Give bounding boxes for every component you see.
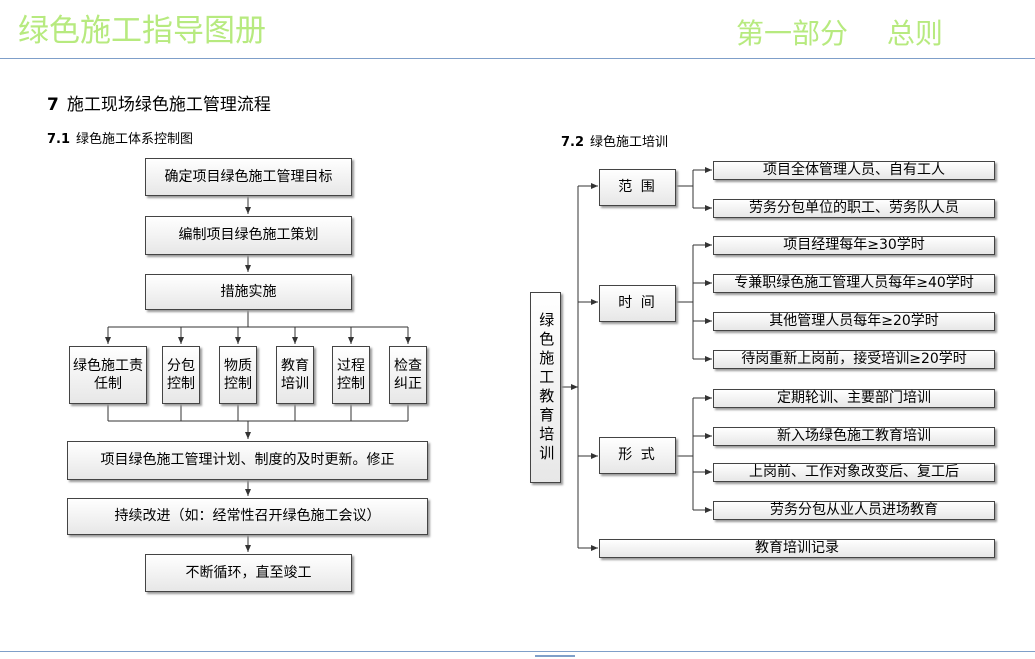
time-item: 待岗重新上岗前，接受培训≥20学时 [713,350,995,369]
step-set-target: 确定项目绿色施工管理目标 [145,158,352,196]
branch-process: 过程控制 [332,346,370,404]
branch-responsibility: 绿色施工责任制 [69,346,147,404]
group-time: 时 间 [599,285,676,322]
time-item: 专兼职绿色施工管理人员每年≥40学时 [713,274,995,293]
branch-training: 教育培训 [276,346,314,404]
training-heading: 7.2 绿色施工培训 [561,131,668,150]
scope-item: 项目全体管理人员、自有工人 [713,161,995,180]
control-number: 7.1 [47,132,71,147]
control-heading: 7.1 绿色施工体系控制图 [47,128,193,147]
group-form: 形 式 [599,437,676,474]
training-record: 教育培训记录 [599,539,995,558]
step-cycle: 不断循环，直至竣工 [145,554,352,592]
form-item: 上岗前、工作对象改变后、复工后 [713,463,995,482]
group-scope-label: 范 围 [618,179,657,196]
form-item: 劳务分包从业人员进场教育 [713,501,995,520]
training-number: 7.2 [561,135,585,150]
training-root: 绿色施工教育培训 [530,292,561,483]
step-update-plan: 项目绿色施工管理计划、制度的及时更新。修正 [67,441,428,480]
part-title: 第一部分 总则 [736,17,943,50]
step-implement: 措施实施 [145,274,352,310]
section-title: 施工现场绿色施工管理流程 [66,95,271,115]
branch-inspect: 检查纠正 [389,346,427,404]
scope-item: 劳务分包单位的职工、劳务队人员 [713,199,995,218]
group-form-label: 形 式 [618,447,657,464]
branch-material: 物质控制 [219,346,257,404]
footer-mark [535,655,575,657]
group-time-label: 时 间 [618,295,657,312]
header-divider [0,58,1035,59]
step-plan: 编制项目绿色施工策划 [145,216,352,255]
footer-divider [0,651,1035,652]
training-title: 绿色施工培训 [590,135,669,150]
form-item: 新入场绿色施工教育培训 [713,427,995,446]
control-title: 绿色施工体系控制图 [76,132,194,147]
doc-title: 绿色施工指导图册 [18,13,266,49]
section-number: 7 [47,95,59,115]
group-scope: 范 围 [599,169,676,206]
form-item: 定期轮训、主要部门培训 [713,389,995,408]
section-heading: 7 施工现场绿色施工管理流程 [47,90,271,115]
step-improve: 持续改进（如：经常性召开绿色施工会议） [67,498,428,535]
branch-subcontract: 分包控制 [162,346,200,404]
time-item: 项目经理每年≥30学时 [713,236,995,255]
time-item: 其他管理人员每年≥20学时 [713,312,995,331]
